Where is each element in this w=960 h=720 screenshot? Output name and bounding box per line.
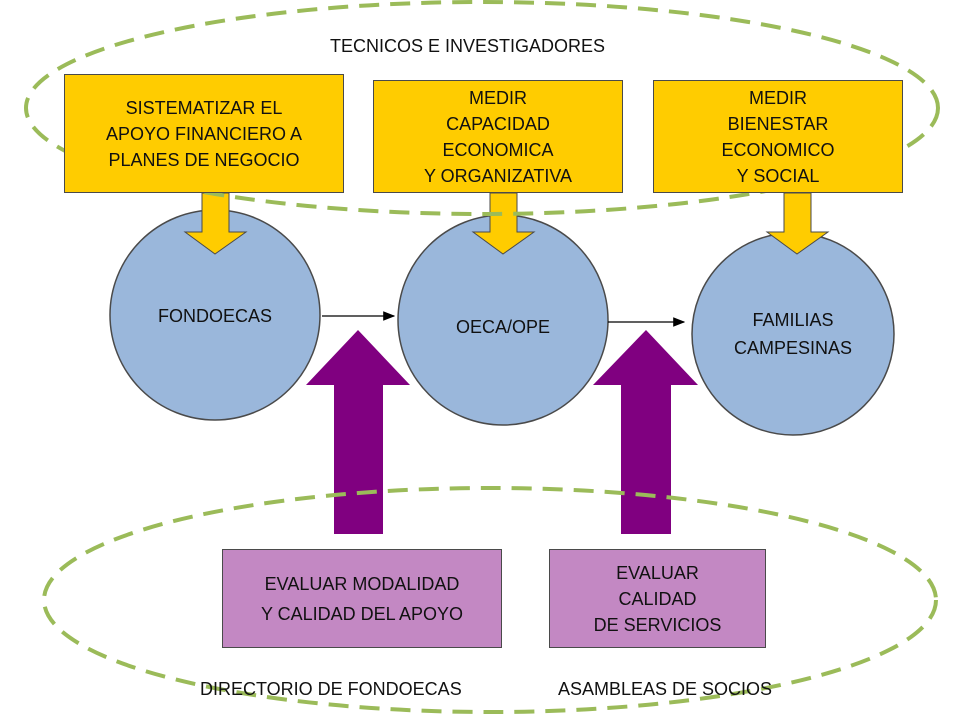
box-line: CALIDAD [618, 588, 697, 609]
tecnicos-group-ellipse [24, 0, 940, 216]
box-line: BIENESTAR [727, 113, 829, 134]
box-line: ECONOMICA [442, 139, 554, 160]
familias-label: FAMILIAS CAMPESINAS [713, 302, 873, 366]
box-line: CAPACIDAD [446, 113, 550, 134]
node-line: OECA/OPE [455, 317, 551, 337]
evaluar-calidad-box: EVALUAR CALIDAD DE SERVICIOS [549, 549, 766, 648]
directorio-label: DIRECTORIO DE FONDOECAS [200, 679, 462, 699]
box-line: Y SOCIAL [736, 165, 820, 186]
medir-bienestar-down-arrow [765, 192, 830, 255]
box-line: Y CALIDAD DEL APOYO [260, 603, 464, 624]
node-line: FAMILIAS [752, 310, 834, 330]
sistematizar-box: SISTEMATIZAR EL APOYO FINANCIERO A PLANE… [64, 74, 344, 193]
box-line: PLANES DE NEGOCIO [108, 149, 300, 170]
box-line: Y ORGANIZATIVA [423, 165, 573, 186]
evaluar-modalidad-up-arrow [306, 330, 410, 534]
box-line: EVALUAR [616, 562, 699, 583]
box-line: SISTEMATIZAR EL [125, 97, 283, 118]
medir-capacidad-down-arrow [471, 192, 536, 255]
evaluar-calidad-up-arrow [593, 330, 698, 534]
box-line: EVALUAR MODALIDAD [264, 573, 460, 594]
fondoecas-label: FONDOECAS [135, 298, 295, 334]
asambleas-label: ASAMBLEAS DE SOCIOS [558, 679, 773, 699]
node-line: FONDOECAS [157, 306, 272, 326]
medir-bienestar-box: MEDIR BIENESTAR ECONOMICO Y SOCIAL [653, 80, 903, 193]
evaluar-modalidad-box: EVALUAR MODALIDAD Y CALIDAD DEL APOYO [222, 549, 502, 648]
box-line: ECONOMICO [721, 139, 835, 160]
box-line: MEDIR [749, 87, 807, 108]
box-line: MEDIR [469, 87, 527, 108]
directorio-group-ellipse [42, 486, 938, 714]
box-line: APOYO FINANCIERO A [105, 123, 303, 144]
medir-capacidad-box: MEDIR CAPACIDAD ECONOMICA Y ORGANIZATIVA [373, 80, 623, 193]
oeca-label: OECA/OPE [423, 309, 583, 345]
box-line: DE SERVICIOS [593, 614, 722, 635]
node-line: CAMPESINAS [733, 338, 853, 358]
tecnicos-label: TECNICOS E INVESTIGADORES [330, 36, 606, 56]
sistematizar-down-arrow [183, 192, 248, 255]
